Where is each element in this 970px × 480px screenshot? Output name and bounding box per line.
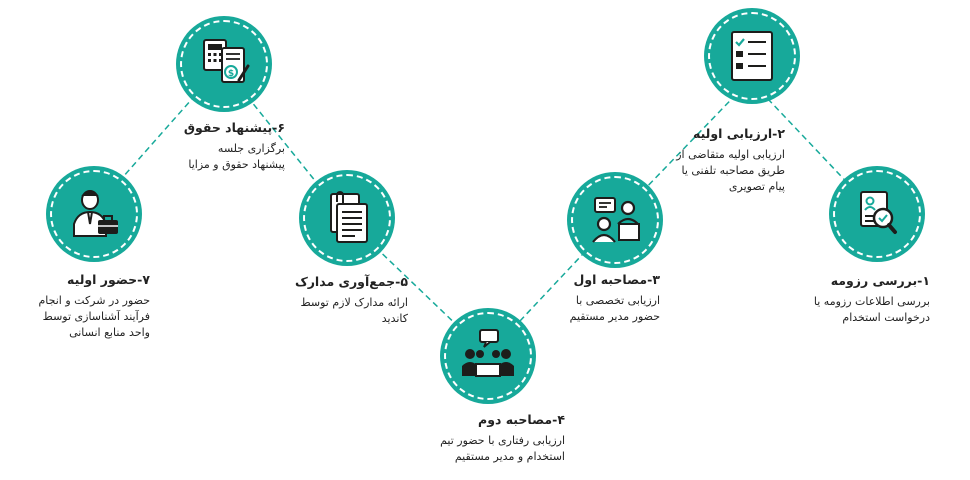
step-1-label: ۱-بررسی رزومه بررسی اطلاعات رزومه یا درخ… <box>780 273 930 326</box>
step-desc-line: ارزیابی رفتاری با حضور تیم <box>440 434 565 447</box>
step-desc-line: کاندید <box>381 312 408 325</box>
step-4-node <box>444 312 532 400</box>
step-5-label: ۵-جمع‌آوری مدارک ارائه مدارک لازم توسط ک… <box>258 274 408 327</box>
step-desc-line: حضور در شرکت و انجام <box>38 294 150 307</box>
step-title: ۵-جمع‌آوری مدارک <box>294 274 408 289</box>
step-desc-line: درخواست استخدام <box>842 311 930 324</box>
step-title: ۷-حضور اولیه <box>67 272 150 287</box>
step-3-node <box>571 176 659 264</box>
step-desc-line: برگزاری جلسه <box>217 142 285 155</box>
step-desc-line: فرآیند آشناسازی توسط <box>42 310 150 323</box>
step-desc-line: ارزیابی اولیه متقاضی از <box>676 148 785 161</box>
svg-text:$: $ <box>228 69 234 79</box>
step-5-node <box>303 174 391 262</box>
step-4-label: ۴-مصاحبه دوم ارزیابی رفتاری با حضور تیم … <box>395 412 565 465</box>
step-title: ۶-پیشنهاد حقوق <box>183 120 285 135</box>
step-6-label: ۶-پیشنهاد حقوق برگزاری جلسه پیشنهاد حقوق… <box>115 120 285 173</box>
step-title: ۳-مصاحبه اول <box>573 272 660 287</box>
checklist-icon <box>731 31 773 81</box>
step-2-node <box>708 12 796 100</box>
meeting-icon <box>462 329 514 377</box>
step-7-label: ۷-حضور اولیه حضور در شرکت و انجام فرآیند… <box>0 272 150 341</box>
salary-calculator-icon: $ <box>203 39 250 83</box>
step-title: ۲-ارزیابی اولیه <box>692 126 785 141</box>
step-title: ۴-مصاحبه دوم <box>478 412 565 427</box>
interview-icon <box>592 197 640 243</box>
step-7-node <box>50 170 138 258</box>
step-desc-line: ارائه مدارک لازم توسط <box>300 296 408 309</box>
employee-briefcase-icon <box>73 190 118 237</box>
step-1-node <box>833 170 921 258</box>
step-desc-line: پیشنهاد حقوق و مزایا <box>188 158 285 171</box>
step-desc-line: پیام تصویری <box>728 180 785 193</box>
step-desc-line: ارزیابی تخصصی با <box>575 294 660 307</box>
step-desc-line: حضور مدیر مستقیم <box>569 310 660 323</box>
step-desc-line: بررسی اطلاعات رزومه یا <box>813 295 930 308</box>
step-desc-line: استخدام و مدیر مستقیم <box>454 450 565 463</box>
step-6-node: $ <box>180 20 268 108</box>
step-desc-line: طریق مصاحبه تلفنی یا <box>681 164 785 177</box>
step-desc-line: واحد منابع انسانی <box>69 326 150 339</box>
step-3-label: ۳-مصاحبه اول ارزیابی تخصصی با حضور مدیر … <box>520 272 660 325</box>
step-2-label: ۲-ارزیابی اولیه ارزیابی اولیه متقاضی از … <box>625 126 785 195</box>
documents-icon <box>330 190 368 243</box>
resume-search-icon <box>860 191 897 234</box>
step-title: ۱-بررسی رزومه <box>830 273 930 288</box>
